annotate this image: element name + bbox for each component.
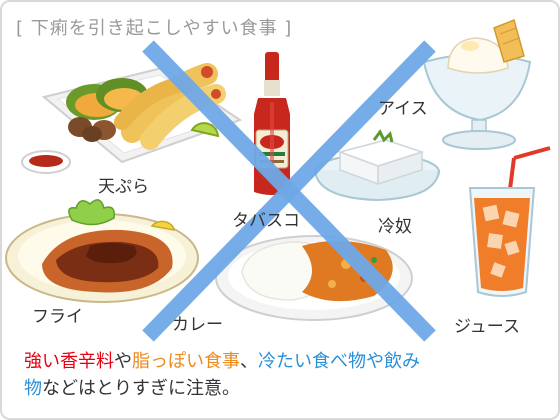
label-tofu: 冷奴 bbox=[378, 217, 412, 237]
caution-caption: 強い香辛料や脂っぽい食事、冷たい食べ物や飲み物などはとりすぎに注意。 bbox=[24, 348, 544, 402]
label-fry: フライ bbox=[32, 307, 83, 327]
tempura-illustration bbox=[21, 63, 243, 174]
ice-cream-illustration bbox=[422, 18, 532, 150]
caption-cold-end: 物 bbox=[24, 378, 42, 399]
prohibition-cross bbox=[142, 40, 436, 342]
label-ice: アイス bbox=[378, 99, 428, 119]
label-tabasco: タバスコ bbox=[232, 211, 300, 231]
label-tempura: 天ぷら bbox=[98, 177, 149, 197]
caption-cold: 冷たい食べ物や飲み bbox=[258, 351, 420, 372]
caption-spicy: 強い香辛料 bbox=[24, 351, 114, 372]
caption-tail: などはとりすぎに注意。 bbox=[42, 378, 240, 399]
cutlet-illustration bbox=[5, 199, 199, 303]
juice-illustration bbox=[468, 146, 551, 297]
caption-sep: 、 bbox=[240, 351, 258, 372]
caption-fatty: 脂っぽい食事 bbox=[132, 351, 240, 372]
tofu-illustration bbox=[314, 129, 440, 202]
page-title: [ 下痢を引き起こしやすい食事 ] bbox=[16, 18, 293, 39]
label-juice: ジュース bbox=[454, 317, 520, 337]
caption-conj: や bbox=[114, 351, 132, 372]
label-curry: カレー bbox=[172, 315, 223, 335]
